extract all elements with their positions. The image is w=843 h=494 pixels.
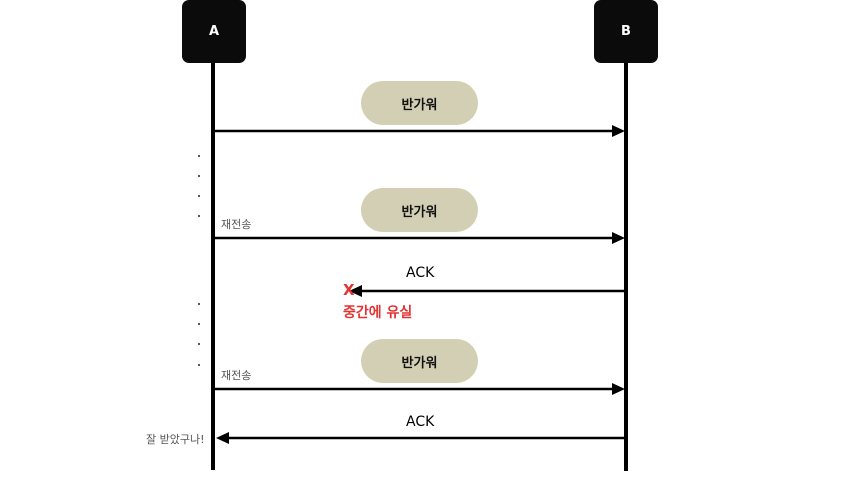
- ellipsis-dot: [198, 215, 200, 217]
- participant-a-label: A: [208, 24, 220, 39]
- participant-b: B: [594, 0, 658, 63]
- lost-label: 중간에 유실: [343, 305, 413, 321]
- message-pill-1: 반가워: [361, 81, 478, 125]
- ellipsis-dot: [198, 175, 200, 177]
- ellipsis-dot: [198, 155, 200, 157]
- ellipsis-dot: [198, 323, 200, 325]
- retransmit-label-1: 재전송: [221, 218, 252, 231]
- ellipsis-dot: [198, 364, 200, 366]
- participant-a: A: [182, 0, 246, 63]
- ellipsis-dot: [198, 195, 200, 197]
- message-pill-2: 반가워: [361, 188, 478, 232]
- lost-x-mark: X: [343, 281, 355, 299]
- ack-label-1: ACK: [406, 265, 435, 281]
- lifeline-a: [211, 63, 215, 470]
- message-text-3: 반가워: [401, 355, 438, 371]
- received-label: 잘 받았구나!: [146, 433, 205, 446]
- ellipsis-dot: [198, 303, 200, 305]
- message-text-2: 반가워: [401, 204, 438, 220]
- participant-b-label: B: [621, 24, 631, 39]
- lifeline-b: [624, 63, 628, 471]
- ellipsis-dot: [198, 343, 200, 345]
- message-pill-3: 반가워: [361, 339, 478, 383]
- ack-label-2: ACK: [406, 414, 435, 430]
- message-text-1: 반가워: [401, 97, 438, 113]
- retransmit-label-2: 재전송: [221, 369, 252, 382]
- arrowhead-ack-received: [216, 432, 229, 444]
